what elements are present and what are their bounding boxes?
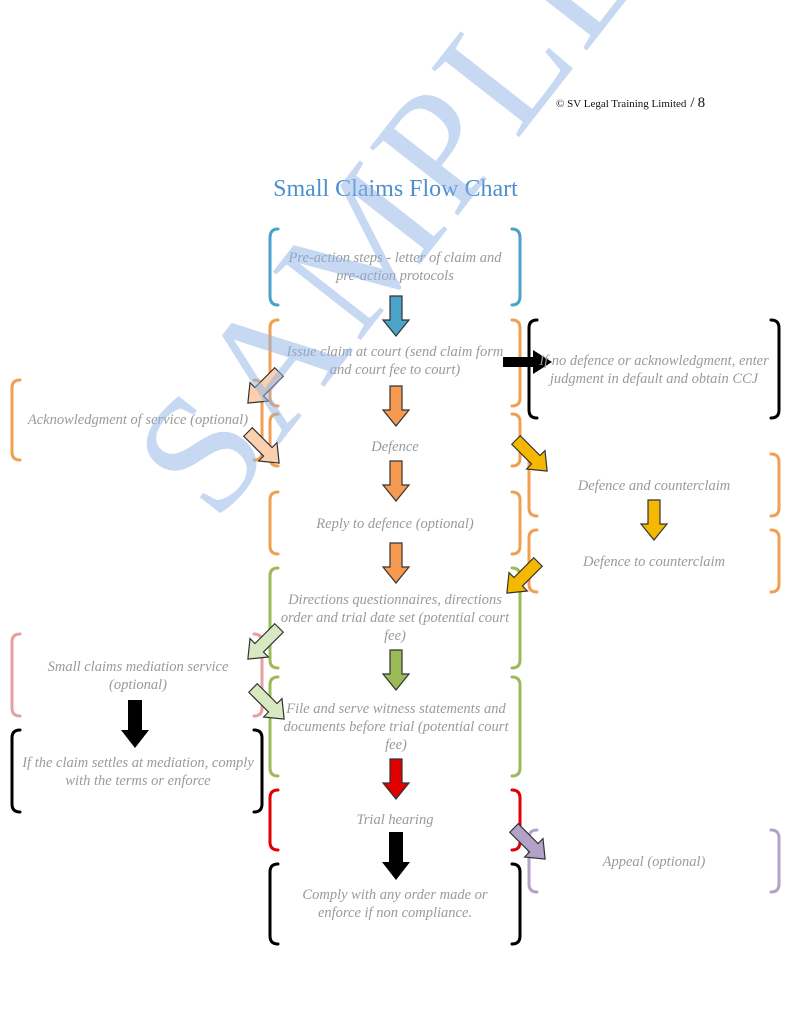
step-directions: Directions questionnaires, directions or…: [280, 592, 510, 644]
bracket-defence-left: [268, 412, 280, 468]
bracket-pre-action-right: [510, 227, 522, 307]
arrow-down-orange-1: [382, 385, 410, 427]
bracket-witness-left: [268, 675, 280, 778]
arrow-down-green: [382, 649, 410, 691]
step-pre-action: Pre-action steps - letter of claim and p…: [288, 250, 502, 284]
bracket-no-defence-right: [769, 318, 781, 420]
bracket-pre-action-left: [268, 227, 280, 307]
bracket-comply-left: [268, 862, 280, 946]
bracket-settles-right: [252, 728, 264, 814]
bracket-def-counterclaim-left: [527, 528, 539, 594]
bracket-trial-left: [268, 788, 280, 852]
bracket-appeal-right: [769, 828, 781, 894]
page-number: 8: [697, 95, 706, 111]
arrow-down-red: [382, 758, 410, 800]
arrow-trial-to-appeal: [508, 822, 546, 860]
arrow-right-black: [503, 350, 552, 374]
bracket-directions-left: [268, 566, 280, 670]
arrow-counterclaim-to-directions: [506, 556, 544, 594]
arrow-directions-to-mediation: [247, 622, 285, 660]
arrow-down-orange-2: [382, 460, 410, 502]
side-counterclaim: Defence and counterclaim: [577, 478, 731, 494]
bracket-settles-left: [10, 728, 22, 814]
bracket-issue-left: [268, 318, 280, 408]
step-witness: File and serve witness statements and do…: [283, 701, 509, 753]
step-comply: Comply with any order made or enforce if…: [302, 887, 488, 921]
step-defence: Defence: [371, 439, 419, 455]
bracket-reply-right: [510, 490, 522, 556]
copyright-text: © SV Legal Training Limited: [556, 98, 687, 110]
arrow-down-blue: [382, 295, 410, 337]
bracket-mediation-left: [10, 632, 22, 718]
bracket-def-counterclaim-right: [769, 528, 781, 594]
arrow-down-black-left: [121, 700, 149, 748]
page-separator: /: [690, 95, 695, 111]
bracket-ack-left: [10, 378, 22, 462]
bracket-ack-right: [252, 378, 264, 462]
bracket-witness-right: [510, 675, 522, 778]
arrow-down-black-main: [382, 832, 410, 880]
side-appeal: Appeal (optional): [602, 854, 706, 870]
step-reply: Reply to defence (optional): [316, 516, 474, 532]
bracket-mediation-right: [252, 632, 264, 718]
arrow-down-yellow: [640, 499, 668, 541]
bracket-trial-right: [510, 788, 522, 852]
bracket-no-defence-left: [527, 318, 539, 420]
arrow-issue-to-ack: [247, 366, 285, 404]
step-trial: Trial hearing: [356, 812, 434, 828]
arrow-mediation-to-witness: [247, 682, 285, 720]
arrow-defence-to-counterclaim: [510, 434, 548, 472]
side-acknowledgment: Acknowledgment of service (optional): [27, 412, 249, 428]
bracket-counterclaim-right: [769, 452, 781, 518]
page-header: © SV Legal Training Limited/8: [556, 95, 705, 112]
arrow-down-orange-3: [382, 542, 410, 584]
bracket-reply-left: [268, 490, 280, 556]
bracket-directions-right: [510, 566, 522, 670]
bracket-comply-right: [510, 862, 522, 946]
side-defence-to-counterclaim: Defence to counterclaim: [583, 554, 725, 570]
side-mediation: Small claims mediation service (optional…: [47, 659, 229, 693]
arrow-ack-to-defence: [242, 426, 280, 464]
chart-title: Small Claims Flow Chart: [273, 176, 518, 202]
side-settles: If the claim settles at mediation, compl…: [22, 755, 254, 789]
bracket-appeal-left: [527, 828, 539, 894]
side-no-defence: If no defence or acknowledgment, enter j…: [539, 353, 769, 387]
step-issue-claim: Issue claim at court (send claim form an…: [286, 344, 504, 378]
